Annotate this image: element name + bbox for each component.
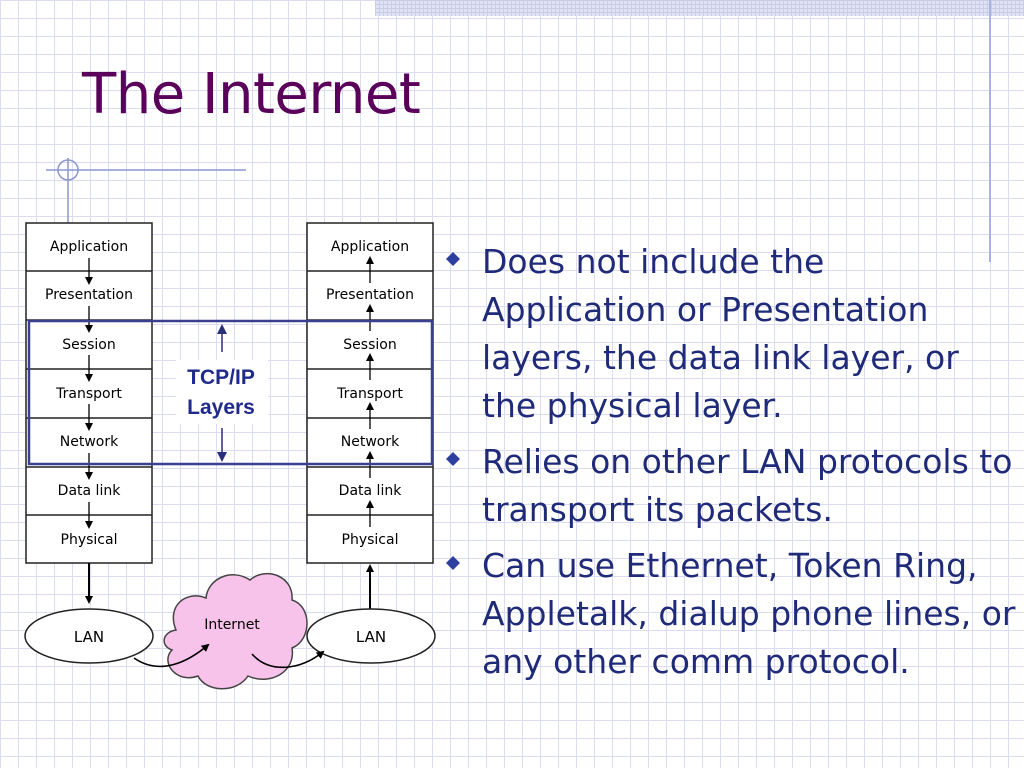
left-layer-session: Session	[62, 337, 115, 353]
right-osi-stack	[306, 222, 434, 610]
tcpip-label-line2: Layers	[187, 396, 255, 419]
right-layer-network: Network	[341, 434, 400, 450]
right-vertical-rule	[989, 0, 991, 262]
bullet-list: Does not include the Application or Pres…	[446, 238, 1016, 694]
tcpip-label-backing	[176, 360, 268, 424]
right-lan-ellipse	[306, 608, 436, 664]
diamond-bullet-icon	[446, 556, 460, 570]
bullet-item: Relies on other LAN protocols to transpo…	[446, 438, 1016, 534]
left-layer-application: Application	[50, 239, 128, 255]
right-layer-presentation: Presentation	[326, 287, 414, 303]
title-ornament-circle	[57, 159, 79, 181]
right-layer-data-link: Data link	[339, 483, 403, 499]
left-layer-network: Network	[60, 434, 119, 450]
left-layer-data-link: Data link	[58, 483, 122, 499]
tcpip-diagram: Application Presentation Session Transpo…	[24, 222, 436, 690]
bullet-text: Does not include the Application or Pres…	[482, 242, 959, 425]
lan-to-internet-arrow	[133, 643, 210, 668]
internet-cloud-label: Internet	[204, 617, 260, 633]
top-decorative-band	[375, 0, 1024, 16]
tcpip-highlight-box	[27, 319, 434, 466]
slide-title: The Internet	[82, 62, 421, 127]
bullet-text: Relies on other LAN protocols to transpo…	[482, 442, 1013, 529]
internet-to-lan-arrow	[251, 650, 325, 669]
left-layer-physical: Physical	[61, 532, 118, 548]
right-layer-transport: Transport	[336, 386, 403, 402]
diamond-bullet-icon	[446, 452, 460, 466]
right-layer-physical: Physical	[342, 532, 399, 548]
diamond-bullet-icon	[446, 252, 460, 266]
left-layer-presentation: Presentation	[45, 287, 133, 303]
right-layer-session: Session	[343, 337, 396, 353]
title-ornament	[46, 158, 246, 225]
right-layer-application: Application	[331, 239, 409, 255]
bullet-text: Can use Ethernet, Token Ring, Appletalk,…	[482, 546, 1016, 681]
left-layer-transport: Transport	[55, 386, 122, 402]
bullet-item: Does not include the Application or Pres…	[446, 238, 1016, 430]
right-lan-label: LAN	[356, 628, 386, 646]
bullet-item: Can use Ethernet, Token Ring, Appletalk,…	[446, 542, 1016, 686]
left-lan-ellipse	[24, 608, 154, 664]
left-lan-label: LAN	[74, 628, 104, 646]
tcpip-label-line1: TCP/IP	[187, 366, 255, 389]
